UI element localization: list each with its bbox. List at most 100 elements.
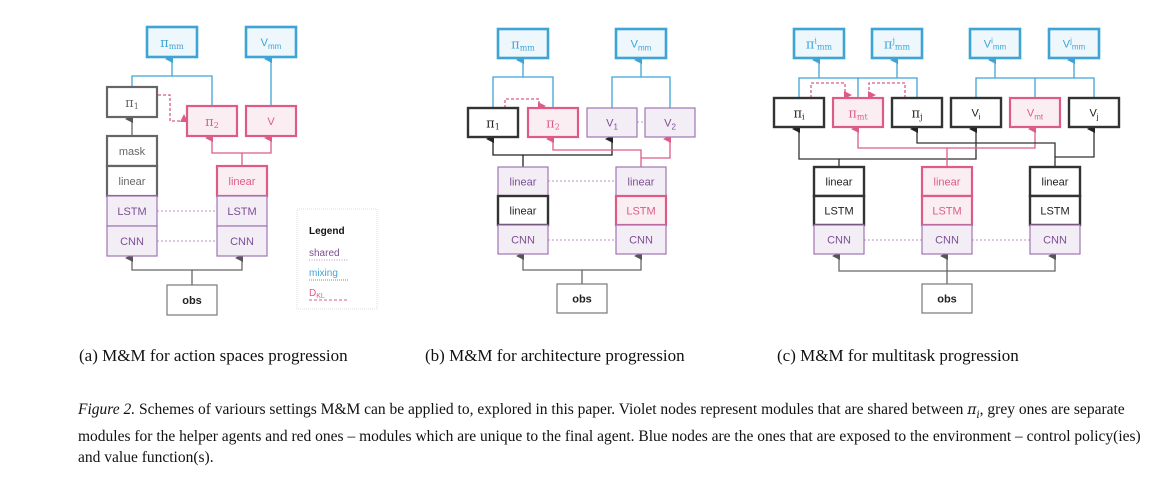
node-label-main: V — [1027, 108, 1035, 120]
node-label-main: LSTM — [1040, 206, 1069, 218]
node-lstm-mt: LSTM — [920, 194, 974, 227]
node-label-main: LSTM — [824, 206, 853, 218]
forward-arrow — [851, 125, 948, 167]
node-box — [614, 194, 668, 227]
node-label: LSTM — [824, 206, 853, 218]
node-label-sub: j — [919, 112, 922, 121]
node-cnn-mt: CNN — [921, 224, 973, 255]
node-label: linear — [229, 176, 256, 188]
legend-label: mixing — [309, 268, 338, 279]
node-label-sub: mm — [993, 42, 1007, 51]
node-lstm-l: LSTM — [106, 195, 158, 227]
node-label-main: π — [848, 106, 857, 121]
node-label-sub: 1 — [495, 122, 500, 131]
node-v-mm-i: Vimm — [968, 27, 1022, 60]
node-box — [921, 224, 973, 255]
node-box — [496, 194, 550, 227]
node-label-main: linear — [510, 177, 537, 189]
mixing-edge — [975, 77, 1036, 98]
node-label: linear — [119, 176, 146, 188]
node-label-main: obs — [937, 294, 957, 306]
node-box — [1029, 224, 1081, 255]
node-label-sub: i — [979, 112, 981, 121]
caption-math: πi — [967, 402, 979, 421]
subcaption-b: (b) M&M for architecture progression — [425, 346, 685, 365]
node-box — [1067, 96, 1121, 129]
node-box — [556, 283, 608, 314]
node-box — [949, 96, 1003, 129]
node-box — [614, 27, 668, 60]
node-label: π1 — [125, 96, 139, 111]
node-v1: V1 — [586, 107, 638, 138]
legend-box — [296, 208, 378, 310]
node-box — [216, 225, 268, 257]
node-label: πmm — [160, 36, 184, 51]
node-label-sub: i — [802, 112, 805, 121]
node-lstm-j: LSTM — [1028, 194, 1082, 227]
node-v: V — [244, 104, 298, 138]
node-label-sub: mt — [1034, 112, 1044, 121]
node-pi-mm: πmm — [145, 25, 199, 59]
node-label-main: obs — [182, 295, 202, 307]
node-pi1: π1 — [466, 106, 520, 139]
forward-arrow — [242, 134, 272, 154]
node-pi-mm-j: πjmm — [870, 27, 924, 60]
node-box — [497, 224, 549, 255]
node-box — [244, 104, 298, 138]
node-box — [166, 284, 218, 316]
node-box — [496, 27, 550, 60]
node-label-sub: 2 — [671, 122, 676, 131]
node-label-main: LSTM — [227, 206, 256, 218]
figure-label: Figure 2. — [78, 401, 136, 418]
node-label: CNN — [935, 235, 959, 247]
node-label-main: linear — [934, 177, 961, 189]
node-label: πmt — [848, 106, 868, 121]
mixing-edge — [858, 77, 918, 98]
node-cnn-j: CNN — [1029, 224, 1081, 255]
node-label: obs — [572, 294, 592, 306]
node-cnn-r: CNN — [615, 224, 667, 255]
node-label-main: obs — [572, 294, 592, 306]
node-label-sub: 1 — [613, 122, 618, 131]
mixing-edge — [611, 76, 671, 108]
node-label-main: V — [1089, 108, 1097, 120]
node-label-sub: mm — [520, 43, 536, 52]
node-cnn-l: CNN — [497, 224, 549, 255]
node-label-main: CNN — [1043, 235, 1067, 247]
node-label: Vj — [1089, 108, 1098, 122]
node-label-main: CNN — [511, 235, 535, 247]
node-label: V1 — [606, 118, 618, 132]
node-pi1: π1 — [105, 85, 159, 119]
node-label-main: V — [984, 39, 992, 51]
node-label: Vmm — [261, 37, 282, 51]
node-label-main: π — [806, 37, 815, 52]
node-pi-mt: πmt — [831, 96, 885, 129]
node-label: LSTM — [626, 206, 655, 218]
node-v-mt: Vmt — [1008, 96, 1062, 129]
node-obs: obs — [921, 283, 973, 314]
node-label: LSTM — [227, 206, 256, 218]
node-label-main: π — [884, 37, 893, 52]
mixing-edge — [1035, 77, 1095, 98]
node-pi2: π2 — [185, 104, 239, 138]
node-label-main: CNN — [827, 235, 851, 247]
node-label: linear — [1042, 177, 1069, 189]
caption-math-main: π — [967, 402, 977, 418]
node-label-sub: mm — [638, 43, 652, 52]
node-label-main: CNN — [629, 235, 653, 247]
node-label-main: CNN — [120, 236, 144, 248]
legend-item-mixing: mixing — [309, 268, 338, 279]
subcaption-a: (a) M&M for action spaces progression — [79, 346, 348, 365]
node-box — [105, 134, 159, 168]
node-label-main: π — [793, 106, 802, 121]
node-label: V2 — [664, 118, 676, 132]
forward-arrow — [205, 134, 243, 166]
node-label-main: π — [160, 36, 169, 51]
figure-caption: Figure 2. Schemes of variours settings M… — [78, 399, 1158, 468]
node-label-sub: mt — [857, 112, 869, 121]
node-label-main: π — [546, 116, 555, 131]
node-label-main: V — [267, 116, 275, 128]
